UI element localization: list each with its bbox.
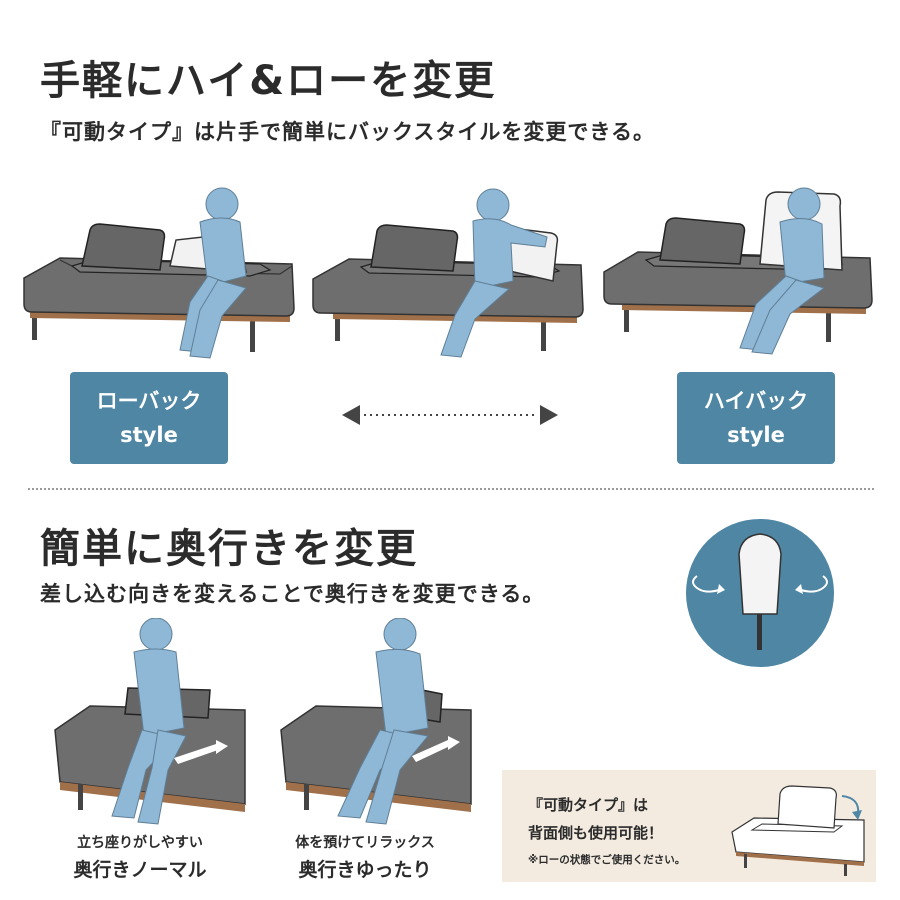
sofa-normal-depth-illustration [54,618,246,825]
sofa-highback [603,191,873,342]
person-silhouette-4 [111,618,187,825]
normal-depth-caption-line2: 奥行きノーマル [73,859,207,881]
person-silhouette-3 [739,187,826,355]
relaxed-depth-caption-line2: 奥行きゆったり [298,859,432,881]
double-arrow-icon [342,405,558,425]
reversible-note-box: 『可動タイプ』は 背面側も使用可能！ ※ローの状態でご使用ください。 [502,770,876,882]
person-silhouette-1 [179,187,247,359]
section-divider [28,488,874,490]
highback-badge-line1: ハイバック [703,389,809,413]
relaxed-depth-caption-line1: 体を預けてリラックス [295,835,435,851]
reversible-sofa-illustration [731,785,865,876]
section2-subtitle: 差し込む向きを変えることで奥行きを変更できる。 [40,582,545,606]
section1-subtitle: 『可動タイプ』は片手で簡単にバックスタイルを変更できる。 [40,120,655,144]
normal-depth-caption: 立ち座りがしやすい 奥行きノーマル [50,832,230,882]
highback-badge-line2: style [727,423,785,447]
sofa-relaxed-depth-illustration [280,618,472,825]
sofa-transition-illustration [312,188,584,358]
highback-style-badge: ハイバック style [677,372,835,464]
lowback-badge-line1: ローバック [96,389,202,413]
note-line3: ※ローの状態でご使用ください。 [528,854,686,866]
section2-title: 簡単に奥行きを変更 [40,526,418,572]
backrest-rotate-diagram [686,519,834,667]
section1-title: 手軽にハイ&ローを変更 [40,58,497,104]
normal-depth-caption-line1: 立ち座りがしやすい [77,835,203,851]
person-silhouette-5 [337,618,429,825]
sofa-highback-illustration [603,187,873,355]
relaxed-depth-caption: 体を預けてリラックス 奥行きゆったり [270,832,460,882]
note-line1: 『可動タイプ』は [528,796,649,814]
lowback-style-badge: ローバック style [70,372,228,464]
lowback-badge-line2: style [120,423,178,447]
note-line2: 背面側も使用可能！ [528,824,664,842]
person-silhouette-2 [440,188,548,358]
sofa-lowback [23,223,295,352]
sofa-lowback-illustration [23,187,295,359]
